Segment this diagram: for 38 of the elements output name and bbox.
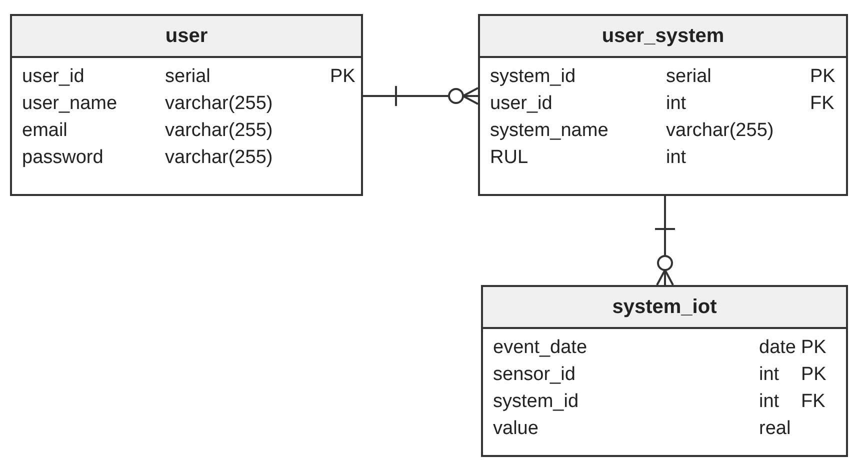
column-name: event_date [493,337,588,359]
data-type: varchar(255) [165,147,273,169]
data-type: int [759,391,780,413]
column-name: user_name [22,93,118,115]
data-type: varchar(255) [666,120,774,142]
data-type: int [666,93,686,115]
key-label: PK [801,337,826,359]
entity-table [478,14,848,196]
data-type: real [759,418,791,440]
relationship-line [654,196,676,286]
table-title: system_iot [483,287,846,329]
entity-table [10,14,363,196]
column-name: system_name [490,120,608,142]
table-title: user_system [480,16,846,58]
column-name: email [22,120,68,142]
column-name: system_id [490,66,576,88]
column-name: value [493,418,538,440]
column-name: user_id [490,93,552,115]
column-name: password [22,147,104,169]
entity-table [481,285,848,457]
data-type: date [759,337,796,359]
column-name: RUL [490,147,528,169]
data-type: varchar(255) [165,120,273,142]
key-label: FK [801,391,826,413]
key-label: PK [810,66,836,88]
data-type: serial [666,66,712,88]
data-type: serial [165,66,210,88]
column-name: sensor_id [493,364,576,386]
key-label: FK [810,93,834,115]
column-name: user_id [22,66,84,88]
key-label: PK [801,364,826,386]
data-type: varchar(255) [165,93,273,115]
data-type: int [666,147,686,169]
relationship-line [363,85,479,107]
table-title: user [12,16,361,58]
data-type: int [759,364,780,386]
key-label: PK [330,66,356,88]
column-name: system_id [493,391,579,413]
